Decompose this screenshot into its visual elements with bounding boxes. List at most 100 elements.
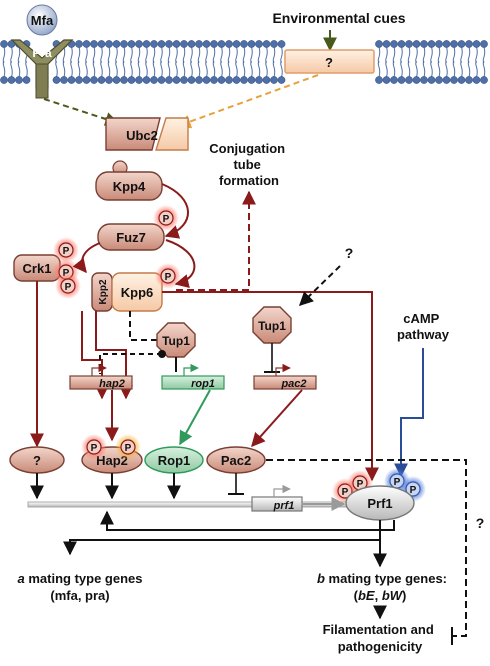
prf1-feedback-arrow [100,510,395,531]
outcome-label: Filamentation and pathogenicity [323,622,438,654]
lipid-tail [265,60,268,78]
kpp2-label: Kpp2 [98,279,109,304]
lipid-tail [197,60,201,78]
lipid-head [165,76,173,84]
lipid-tail [77,46,81,64]
tup1-to-hap2-repression [99,353,162,374]
lipid-head [157,40,166,48]
lipid-head [172,76,181,84]
lipid-head [465,76,473,84]
lipid-tail [122,60,126,78]
lipid-head [405,40,413,48]
lipid-head [75,76,83,84]
lipid-tail [130,60,133,78]
lipid-tail [190,46,193,64]
lipid-tail [17,46,21,64]
unknown-receptor-box [284,49,375,74]
lipid-head [120,40,128,48]
kpp4-to-fuz7-arrow [161,183,189,239]
pra-stem [35,63,49,99]
receptor-to-ubc2-arrow [176,74,319,129]
phospho-label: P [394,477,401,488]
lipid-tail [377,46,381,64]
conjugation-tube-label: Conjugation tube formation [209,141,288,188]
lipid-head [420,76,428,84]
plasma-membrane [0,40,488,84]
phospho-label: P [91,443,98,454]
gene-prf1: prf1 [251,484,303,512]
phospho-label: P [63,246,70,257]
lipid-tail [70,46,73,64]
lipid-head [82,40,91,48]
lipid-tail [437,60,441,78]
lipid-tail [257,46,261,64]
phospho-label: P [165,272,172,283]
lipid-head [142,76,151,84]
prf1-protein-label: Prf1 [367,496,392,511]
lipid-tail [242,60,246,78]
lipid-head [375,76,383,84]
lipid-head [112,76,121,84]
lipid-head [397,76,406,84]
lipid-head [270,40,278,48]
lipid-head [412,76,421,84]
lipid-tail [2,60,6,78]
ubc2-right-part [155,117,189,151]
lipid-tail [235,60,238,78]
pra-label: Pra [32,46,52,60]
lipid-tail [175,46,178,64]
lipid-tail [265,46,268,64]
lipid-tail [415,46,418,64]
lipid-head [405,76,413,84]
lipid-head [277,40,286,48]
lipid-tail [205,60,208,78]
kpp6-to-tup1-dashed [129,311,158,341]
phospho-badge [60,278,76,294]
lipid-tail [205,46,208,64]
lipid-tail [400,46,403,64]
lipid-tail [115,60,118,78]
lipid-tail [137,60,141,78]
lipid-head [90,40,98,48]
lipid-head [187,40,196,48]
lipid-tail [100,60,103,78]
tup1-left-dot [158,350,166,358]
lipid-tail [182,60,186,78]
lipid-tail [242,46,246,64]
rop1-gene-to-protein-arrow [179,389,211,446]
lipid-head [67,76,76,84]
unknown-factor-label: ? [33,453,41,468]
lipid-tail [152,46,156,64]
tup1-left-node: Tup1 [156,322,196,358]
crk1-node: Crk1 [13,254,61,282]
lipid-tail [122,46,126,64]
lipid-tail [407,46,411,64]
lipid-tail [460,60,463,78]
lipid-head [105,40,113,48]
unknown-factor-node: ? [9,446,65,474]
mfa-label: Mfa [31,13,54,28]
lipid-head [412,40,421,48]
unknown-signal-label: ? [345,245,354,261]
lipid-head [375,40,383,48]
lipid-tail [107,46,111,64]
lipid-tail [467,60,471,78]
lipid-head [217,40,226,48]
lipid-tail [452,46,456,64]
lipid-head [210,40,218,48]
lipid-tail [475,60,478,78]
lipid-tail [115,46,118,64]
phospho-badge [120,439,136,455]
a-mating-genes-line2: (mfa, pra) [50,588,109,603]
lipid-tail [70,60,73,78]
lipid-head [172,40,181,48]
kpp2-kpp6-node: Kpp2 Kpp6 [91,272,163,312]
phospho-label: P [342,487,349,498]
lipid-tail [10,46,13,64]
pac2-link-question: ? [476,515,485,531]
lipid-head [247,40,256,48]
lipid-tail [235,46,238,64]
lipid-head [157,76,166,84]
lipid-head [442,40,451,48]
